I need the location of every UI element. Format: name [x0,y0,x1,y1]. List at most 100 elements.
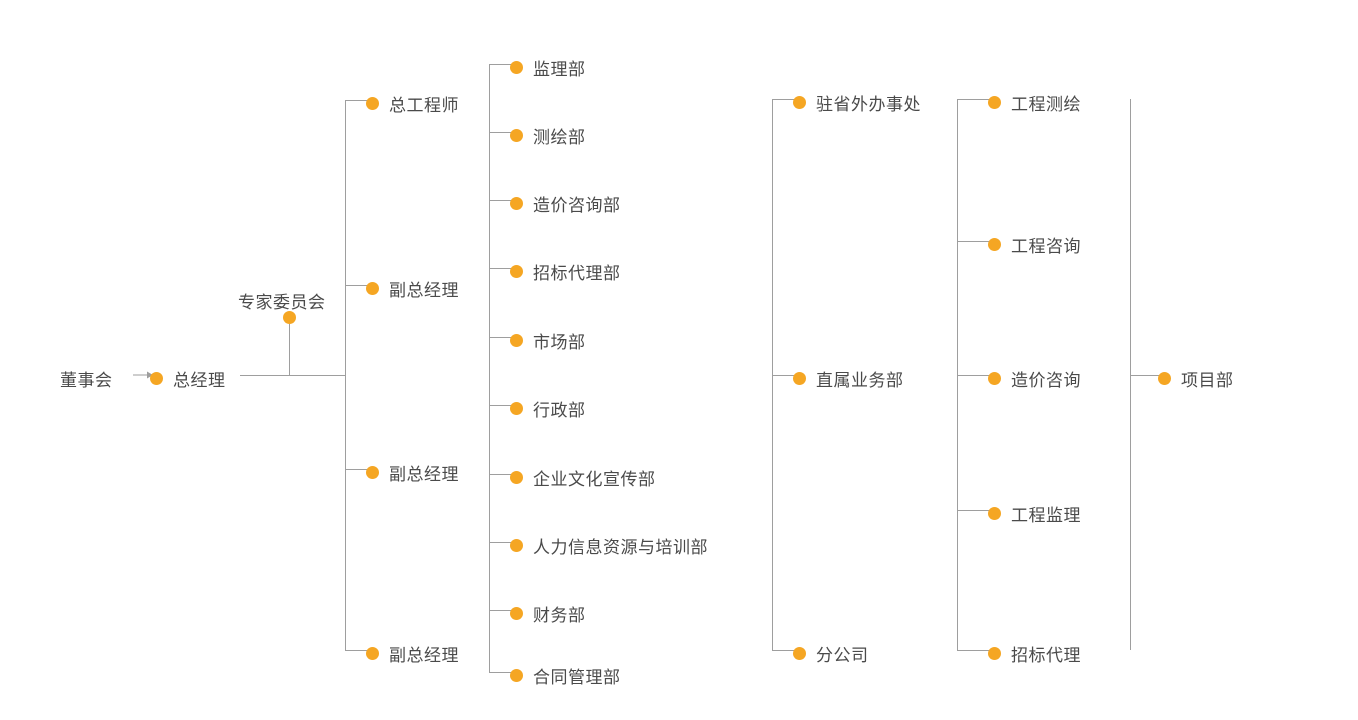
connector-deputy-2 [345,469,368,470]
dot-icon [793,96,806,109]
dot-icon [510,61,523,74]
node-expert-committee[interactable]: 专家委员会 [238,288,326,313]
node-department-6[interactable]: 行政部 [510,396,586,421]
node-department-connector [489,610,512,611]
dot-icon [510,471,523,484]
node-department-10[interactable]: 合同管理部 [510,663,621,688]
dot-icon [510,334,523,347]
node-business-line-3-label: 造价咨询 [1011,371,1081,390]
node-business-line-1[interactable]: 工程测绘 [988,90,1081,115]
node-department-5[interactable]: 市场部 [510,328,586,353]
node-branch-unit-3[interactable]: 分公司 [793,641,869,666]
dot-icon [988,372,1001,385]
dot-icon [793,647,806,660]
node-business-line-5-label: 招标代理 [1011,646,1081,665]
node-department-7-label: 企业文化宣传部 [533,470,656,489]
node-department-connector [489,405,512,406]
node-deputy-manager-1[interactable]: 副总经理 [366,276,459,301]
dot-icon [366,282,379,295]
spine-business-lines [957,99,958,650]
node-department-2-label: 测绘部 [533,128,586,147]
node-branch-unit-connector [772,99,795,100]
spine-departments [489,64,490,672]
node-branch-unit-1-label: 驻省外办事处 [816,95,921,114]
node-deputy-manager-2-label: 副总经理 [389,465,459,484]
node-department-connector [489,64,512,65]
dot-icon [988,238,1001,251]
connector-deputy-1 [345,285,368,286]
node-department-2[interactable]: 测绘部 [510,123,586,148]
node-expert-committee-dot [283,311,296,324]
node-branch-unit-2-label: 直属业务部 [816,371,904,390]
node-department-connector [489,132,512,133]
dot-icon [510,197,523,210]
node-business-line-4[interactable]: 工程监理 [988,501,1081,526]
connector-chief-engineer [345,100,368,101]
node-department-8[interactable]: 人力信息资源与培训部 [510,533,708,558]
node-department-4-label: 招标代理部 [533,264,621,283]
node-business-line-connector [957,650,990,651]
node-business-line-5[interactable]: 招标代理 [988,641,1081,666]
spine-project-dept [1130,99,1131,650]
node-department-connector [489,672,512,673]
spine-branch-units [772,99,773,650]
node-business-line-3[interactable]: 造价咨询 [988,366,1081,391]
connector-expert-committee [289,324,290,375]
node-business-line-4-label: 工程监理 [1011,506,1081,525]
node-business-line-connector [957,510,990,511]
node-department-connector [489,337,512,338]
node-department-10-label: 合同管理部 [533,668,621,687]
node-business-line-connector [957,241,990,242]
node-department-connector [489,200,512,201]
node-deputy-manager-2[interactable]: 副总经理 [366,460,459,485]
node-branch-unit-2[interactable]: 直属业务部 [793,366,904,391]
node-general-manager-label: 总经理 [173,371,226,390]
dot-icon [1158,372,1171,385]
node-board[interactable]: 董事会 [60,366,123,391]
node-deputy-manager-1-label: 副总经理 [389,281,459,300]
spine-managers [345,100,346,650]
node-chief-engineer-label: 总工程师 [389,96,459,115]
node-project-dept-label: 项目部 [1181,371,1234,390]
node-chief-engineer[interactable]: 总工程师 [366,91,459,116]
connector-project-dept [1130,375,1160,376]
node-department-connector [489,474,512,475]
node-department-connector [489,268,512,269]
node-department-1-label: 监理部 [533,60,586,79]
node-deputy-manager-3[interactable]: 副总经理 [366,641,459,666]
node-department-1[interactable]: 监理部 [510,55,586,80]
node-department-9-label: 财务部 [533,606,586,625]
dot-icon [988,507,1001,520]
node-department-3[interactable]: 造价咨询部 [510,191,621,216]
node-department-9[interactable]: 财务部 [510,601,586,626]
dot-icon [510,402,523,415]
node-business-line-connector [957,99,990,100]
node-department-8-label: 人力信息资源与培训部 [533,538,708,557]
node-expert-committee-label: 专家委员会 [238,293,326,312]
node-business-line-1-label: 工程测绘 [1011,95,1081,114]
node-department-5-label: 市场部 [533,333,586,352]
node-project-dept[interactable]: 项目部 [1158,366,1234,391]
node-branch-unit-connector [772,375,795,376]
node-department-4[interactable]: 招标代理部 [510,259,621,284]
dot-icon [510,129,523,142]
dot-icon [150,372,163,385]
node-business-line-2[interactable]: 工程咨询 [988,232,1081,257]
dot-icon [510,607,523,620]
dot-icon [510,265,523,278]
node-branch-unit-3-label: 分公司 [816,646,869,665]
node-department-3-label: 造价咨询部 [533,196,621,215]
node-general-manager[interactable]: 总经理 [150,366,226,391]
dot-icon [510,669,523,682]
node-branch-unit-1[interactable]: 驻省外办事处 [793,90,921,115]
node-department-7[interactable]: 企业文化宣传部 [510,465,656,490]
dot-icon [793,372,806,385]
dot-icon [510,539,523,552]
node-business-line-connector [957,375,990,376]
node-business-line-2-label: 工程咨询 [1011,237,1081,256]
node-department-6-label: 行政部 [533,401,586,420]
dot-icon [366,97,379,110]
node-department-connector [489,542,512,543]
connector-gm-to-spine [240,375,345,376]
